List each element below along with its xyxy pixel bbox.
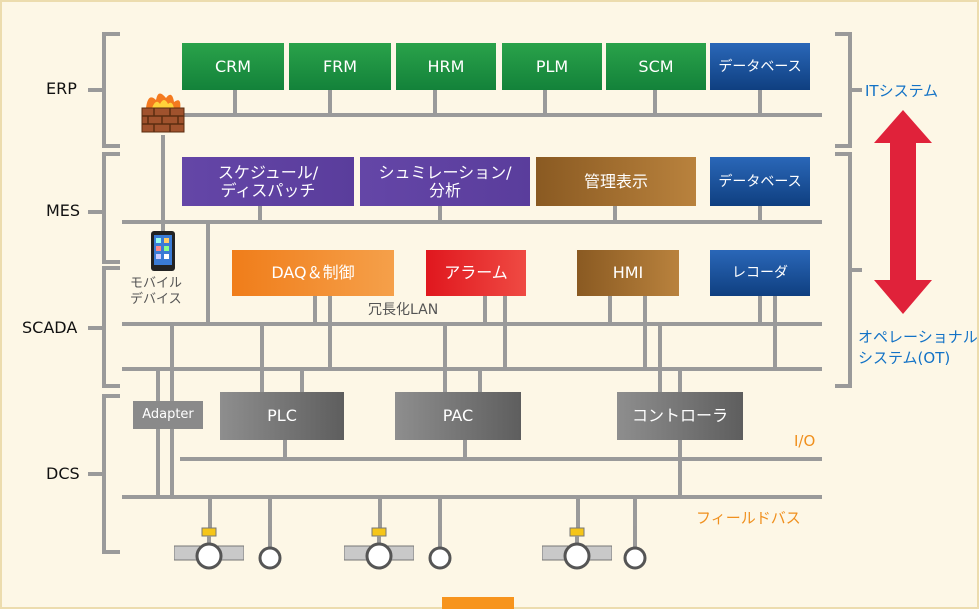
mobile-device-label: モバイル デバイス xyxy=(130,276,183,307)
gauge-icon xyxy=(623,526,647,572)
controller-box: コントローラ xyxy=(617,392,743,440)
frm-box: FRM xyxy=(289,43,391,90)
redundant-lan-label: 冗長化LAN xyxy=(368,302,439,318)
io-label: I/O xyxy=(794,432,816,450)
hmi-box: HMI xyxy=(577,250,679,296)
page-tab[interactable] xyxy=(442,597,514,609)
gauge-icon xyxy=(258,526,282,572)
plm-box: PLM xyxy=(502,43,602,90)
layer-scada-label: SCADA xyxy=(22,318,78,337)
schedule-dispatch-box: スケジュール/ ディスパッチ xyxy=(182,157,354,206)
ot-system-label: オペレーショナル システム(OT) xyxy=(858,328,978,367)
firewall-icon xyxy=(140,88,186,134)
schedule-dispatch-label: スケジュール/ ディスパッチ xyxy=(217,162,319,200)
scm-box: SCM xyxy=(606,43,706,90)
tablet-icon xyxy=(150,230,176,272)
it-ot-arrow xyxy=(874,110,932,314)
simulation-analysis-label: シュミレーション/ 分析 xyxy=(378,162,512,200)
layer-mes-label: MES xyxy=(46,201,81,220)
management-display-box: 管理表示 xyxy=(536,157,696,206)
gauge-icon xyxy=(428,526,452,572)
valve-icon xyxy=(344,526,414,572)
layer-dcs-label: DCS xyxy=(46,464,80,483)
fieldbus-label: フィールドバス xyxy=(696,509,801,527)
valve-icon xyxy=(174,526,244,572)
pac-box: PAC xyxy=(395,392,521,440)
it-system-label: ITシステム xyxy=(865,82,939,100)
adapter-box: Adapter xyxy=(133,401,203,429)
alarm-box: アラーム xyxy=(426,250,526,296)
hrm-box: HRM xyxy=(396,43,496,90)
crm-box: CRM xyxy=(182,43,284,90)
daq-control-box: DAQ＆制御 xyxy=(232,250,394,296)
simulation-analysis-box: シュミレーション/ 分析 xyxy=(360,157,530,206)
valve-icon xyxy=(542,526,612,572)
mes-database-box: データベース xyxy=(710,157,810,206)
plc-box: PLC xyxy=(220,392,344,440)
recorder-box: レコーダ xyxy=(710,250,810,296)
layer-erp-label: ERP xyxy=(46,79,77,98)
erp-database-box: データベース xyxy=(710,43,810,90)
